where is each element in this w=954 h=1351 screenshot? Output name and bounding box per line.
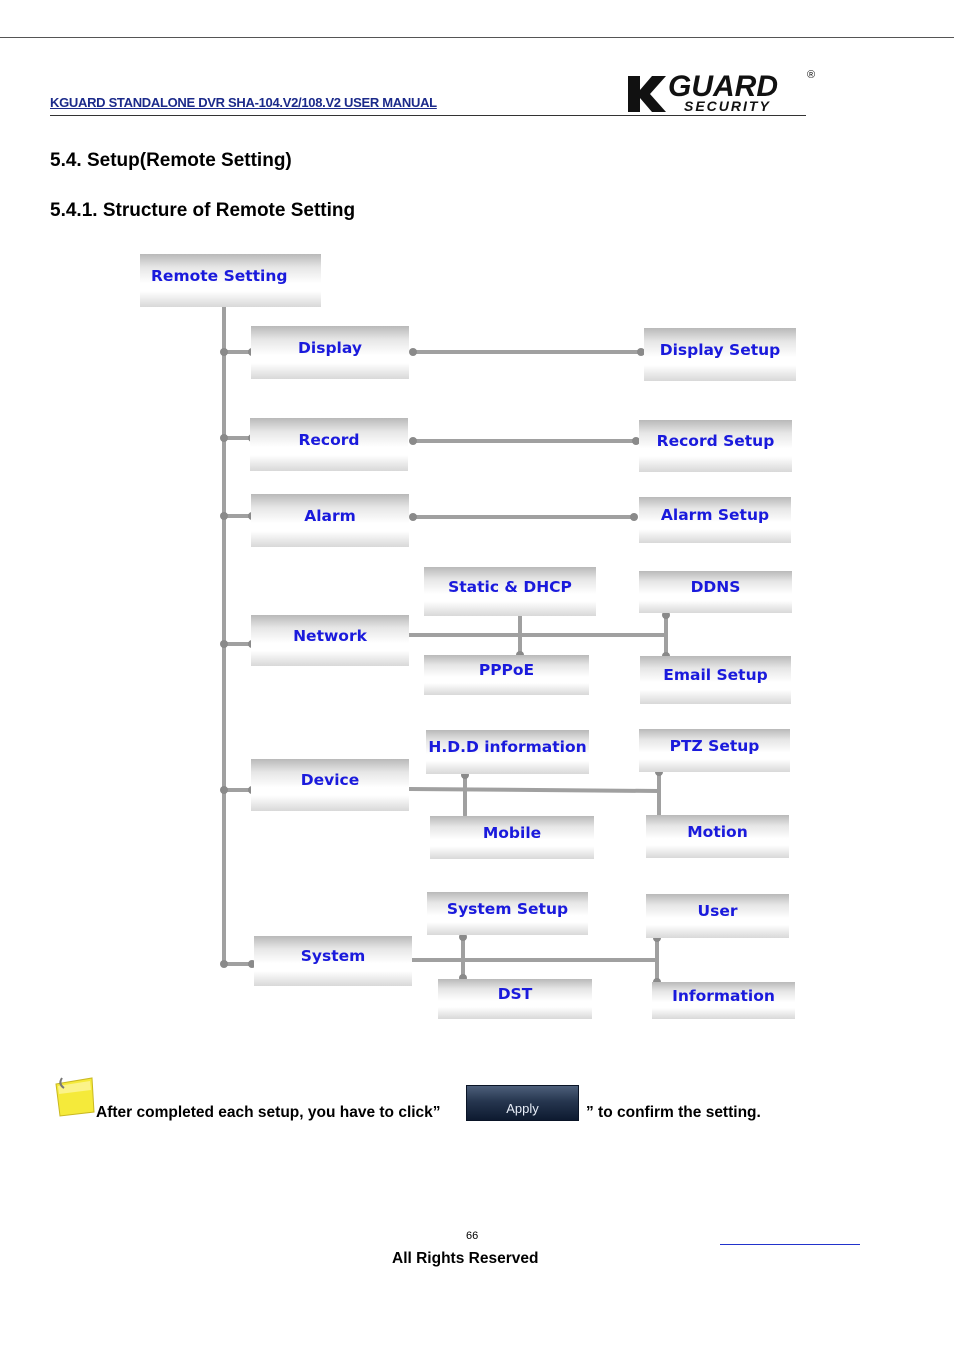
node-pppoe: PPPoE bbox=[424, 655, 589, 695]
node-motion: Motion bbox=[646, 815, 789, 858]
kguard-logo: GUARD SECURITY ® bbox=[624, 66, 820, 118]
node-mobile: Mobile bbox=[430, 816, 594, 859]
node-user: User bbox=[646, 894, 789, 938]
note-icon bbox=[54, 1076, 96, 1118]
node-record-setup: Record Setup bbox=[639, 420, 792, 472]
logo-top-text: GUARD bbox=[668, 70, 778, 103]
manual-header-title: KGUARD STANDALONE DVR SHA-104.V2/108.V2 … bbox=[50, 95, 437, 110]
header-rule bbox=[50, 115, 806, 116]
node-alarm: Alarm bbox=[251, 494, 409, 547]
registered-mark: ® bbox=[807, 69, 815, 81]
rights-text: All Rights Reserved bbox=[392, 1250, 539, 1267]
node-device: Device bbox=[251, 759, 409, 811]
node-remote-setting: Remote Setting bbox=[140, 254, 321, 307]
node-dst: DST bbox=[438, 979, 592, 1019]
node-email-setup: Email Setup bbox=[640, 656, 791, 704]
node-network: Network bbox=[251, 615, 409, 666]
node-hdd-information: H.D.D information bbox=[426, 730, 589, 774]
node-display: Display bbox=[251, 326, 409, 379]
node-record: Record bbox=[250, 418, 408, 471]
node-ddns: DDNS bbox=[639, 571, 792, 613]
note-text-before: After completed each setup, you have to … bbox=[96, 1104, 441, 1121]
node-information: Information bbox=[652, 982, 795, 1019]
section-heading: 5.4. Setup(Remote Setting) bbox=[50, 150, 292, 171]
node-alarm-setup: Alarm Setup bbox=[639, 497, 791, 543]
page-number: 66 bbox=[466, 1230, 479, 1242]
node-ptz-setup: PTZ Setup bbox=[639, 729, 790, 772]
section-subheading: 5.4.1. Structure of Remote Setting bbox=[50, 200, 356, 221]
footer-link-rule bbox=[720, 1244, 860, 1245]
node-system-setup: System Setup bbox=[427, 892, 588, 935]
apply-button[interactable]: Apply bbox=[466, 1085, 579, 1121]
logo-bottom-text: SECURITY bbox=[684, 98, 771, 114]
top-rule bbox=[0, 37, 954, 38]
node-display-setup: Display Setup bbox=[644, 328, 796, 381]
node-static-dhcp: Static & DHCP bbox=[424, 567, 596, 616]
node-system: System bbox=[254, 936, 412, 986]
note-text-after: ” to confirm the setting. bbox=[586, 1104, 761, 1121]
